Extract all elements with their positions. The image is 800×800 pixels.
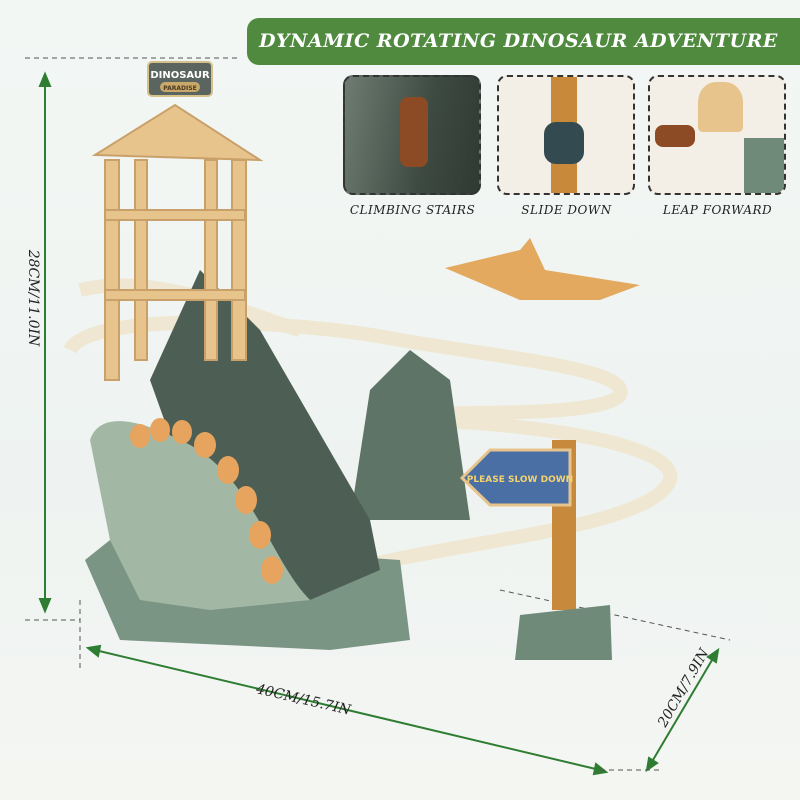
watchtower <box>91 103 264 381</box>
caption-climbing-stairs: CLIMBING STAIRS <box>349 203 476 217</box>
caption-slide-down: SLIDE DOWN <box>521 203 612 217</box>
guide-lines <box>25 57 731 771</box>
rock <box>744 138 784 193</box>
tree-sign <box>698 82 743 132</box>
feature-banner: DYNAMIC ROTATING DINOSAUR ADVENTURE <box>247 18 800 65</box>
slow-down-text: PLEASE SLOW DOWN <box>467 475 573 485</box>
thumbnail-climbing-stairs <box>343 75 481 195</box>
sign-subtitle: PARADISE <box>163 85 196 92</box>
caption-leap-forward: LEAP FORWARD <box>662 203 773 217</box>
height-label: 28CM/11.0IN <box>25 249 41 347</box>
pterodactyl <box>445 238 640 300</box>
stegosaurus <box>90 421 310 610</box>
center-rock <box>350 350 470 520</box>
dinosaur-sign: DINOSAUR PARADISE <box>147 61 213 97</box>
dimension-lines <box>38 71 720 776</box>
dinosaur-figure <box>655 125 695 147</box>
thumbnail-slide-down <box>497 75 635 195</box>
dinosaur-figure <box>400 97 428 167</box>
stegosaurus-plates <box>130 418 283 584</box>
dinosaur-figure <box>544 122 584 164</box>
slow-down-sign: PLEASE SLOW DOWN <box>459 448 573 507</box>
palm-base-rock <box>515 605 612 660</box>
sign-title: DINOSAUR <box>150 70 210 81</box>
thumbnail-leap-forward <box>648 75 786 195</box>
